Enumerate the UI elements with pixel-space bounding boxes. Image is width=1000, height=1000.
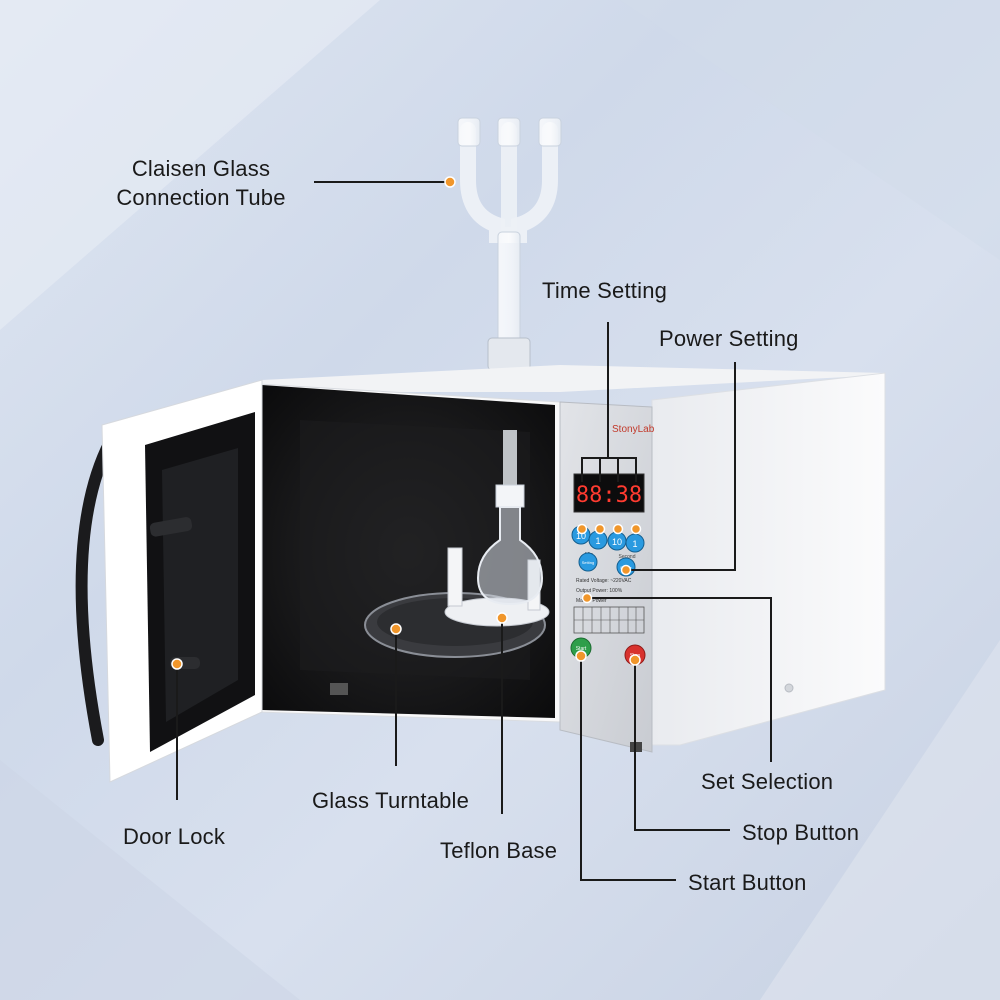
dot-stop [629, 654, 641, 666]
dot-time-4 [630, 523, 642, 535]
dot-time-1 [576, 523, 588, 535]
svg-text:Start: Start [576, 646, 587, 652]
microwave-door [75, 379, 263, 783]
svg-text:10: 10 [576, 531, 586, 541]
svg-text:1: 1 [632, 539, 637, 549]
leader-lines [176, 181, 772, 881]
time-key-4[interactable]: 1 [625, 533, 645, 553]
label-set-selection: Set Selection [701, 769, 834, 794]
second-caption: Second [619, 554, 636, 560]
leader-stop-button [634, 660, 730, 831]
dot-time-2 [594, 523, 606, 535]
label-claisen-line2: Connection Tube [116, 185, 286, 210]
dot-start [575, 650, 587, 662]
dot-set-selection [581, 592, 593, 604]
svg-text:Setting: Setting [582, 560, 594, 565]
dot-turntable [390, 623, 402, 635]
label-glass-turntable: Glass Turntable [312, 788, 470, 813]
dot-teflon [496, 612, 508, 624]
label-power-setting: Power Setting [659, 326, 799, 351]
dot-claisen [444, 176, 456, 188]
display-window [573, 473, 645, 513]
svg-text:1: 1 [595, 536, 600, 546]
dot-door-lock [171, 658, 183, 670]
label-start-button: Start Button [688, 870, 807, 895]
label-teflon-base: Teflon Base [440, 838, 558, 863]
panel-info-line3: Max of Power [576, 598, 607, 604]
leader-set-selection [587, 597, 772, 762]
callout-dots [171, 176, 642, 670]
claisen-glass-tube [457, 117, 562, 371]
dot-power [620, 564, 632, 576]
microwave-body [257, 365, 886, 753]
svg-text:10: 10 [612, 537, 622, 547]
control-panel: StonyLab 88:38 10 1 10 1 Min Second Sett… [570, 424, 655, 666]
panel-grid-table [573, 606, 645, 634]
panel-info-line1: Rated Voltage: ~220VAC [576, 578, 632, 584]
setting-key[interactable]: Setting [578, 552, 598, 572]
label-time-setting: Time Setting [542, 278, 668, 303]
time-key-3[interactable]: 10 [607, 531, 627, 551]
label-door-lock: Door Lock [123, 824, 226, 849]
label-claisen-line1: Claisen Glass [131, 156, 271, 181]
leader-time-bracket [581, 457, 637, 482]
leader-power-setting [630, 362, 736, 571]
round-bottom-flask [476, 430, 544, 606]
display-readout: 88:38 [576, 483, 642, 508]
panel-info-line2: Output Power: 100% [576, 588, 623, 594]
dot-time-3 [612, 523, 624, 535]
label-stop-button: Stop Button [742, 820, 860, 845]
brand-logo: StonyLab [612, 424, 655, 435]
leader-start-button [580, 656, 676, 881]
